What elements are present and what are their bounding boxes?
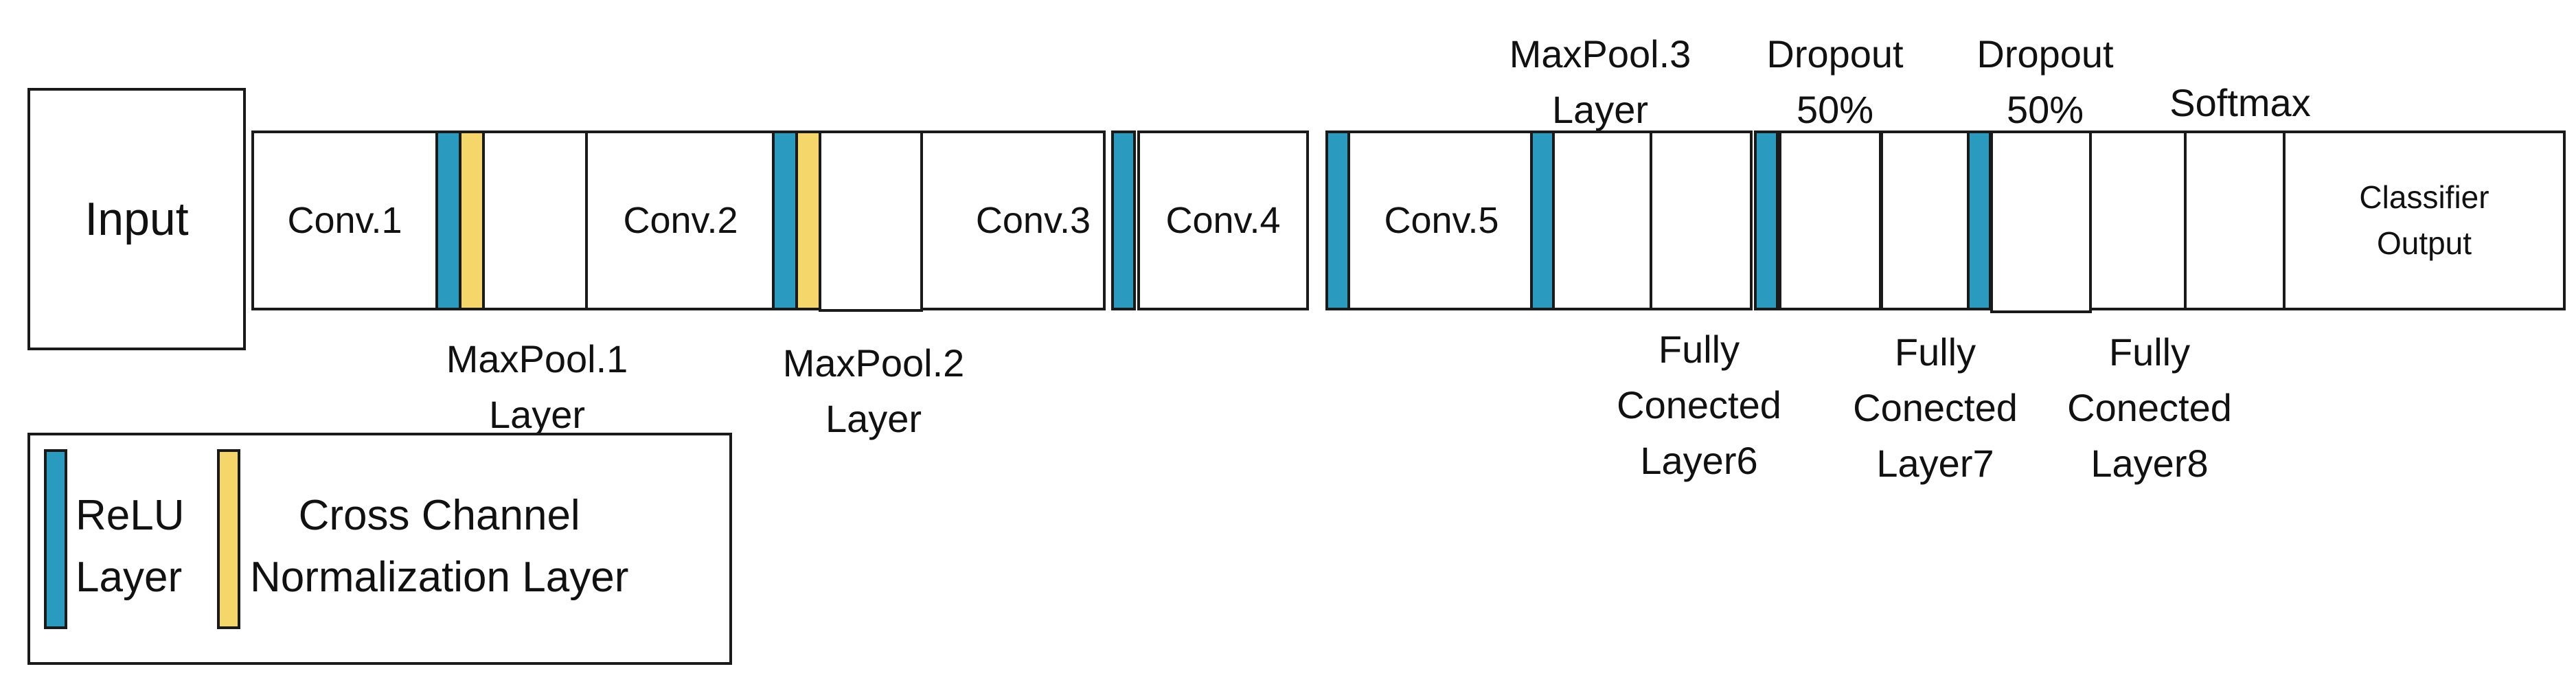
dropout1-box	[1779, 130, 1882, 310]
fc6-label-line2: Conected	[1617, 383, 1781, 427]
conv1-label: Conv.1	[287, 200, 402, 241]
conv3-box: Conv.3	[920, 130, 1106, 310]
conv5-label: Conv.5	[1384, 200, 1499, 241]
legend-norm-swatch	[217, 449, 240, 629]
legend-relu-line1: ReLU	[76, 492, 185, 539]
dropout1-label: Dropout 50%	[1766, 26, 1903, 137]
conv4-box: Conv.4	[1137, 130, 1309, 310]
maxpool3-box	[1552, 130, 1652, 310]
fc6-relu-bar	[1754, 130, 1779, 310]
conv2-label: Conv.2	[623, 200, 738, 241]
fc6-label-line3: Layer6	[1640, 439, 1758, 483]
legend-relu-swatch	[44, 449, 67, 629]
legend-norm-line2: Normalization Layer	[250, 553, 629, 601]
dropout1-label-line1: Dropout	[1766, 32, 1904, 76]
maxpool3-label: MaxPool.3 Layer	[1509, 26, 1691, 137]
maxpool3-label-line2: Layer	[1551, 88, 1649, 132]
legend-relu-label: ReLU Layer	[76, 485, 185, 609]
maxpool1-label-line2: Layer	[488, 393, 586, 437]
conv2-relu-bar	[772, 130, 798, 310]
conv4-relu-bar	[1325, 130, 1350, 310]
fc8-label-line3: Layer8	[2090, 442, 2209, 486]
fc7-relu-bar	[1967, 130, 1992, 310]
fc7-label-line3: Layer7	[1876, 442, 1994, 486]
conv2-norm-bar	[795, 130, 821, 310]
legend-relu-line2: Layer	[76, 553, 183, 601]
input-label: Input	[84, 193, 189, 245]
dropout2-label: Dropout 50%	[1976, 26, 2113, 137]
legend-box: ReLU Layer Cross Channel Normalization L…	[27, 433, 732, 665]
fc7-box	[1880, 130, 1974, 310]
dropout1-label-line2: 50%	[1796, 88, 1874, 132]
softmax-box	[2184, 130, 2286, 310]
fc6-label: Fully Conected Layer6	[1617, 321, 1781, 489]
dropout2-label-line2: 50%	[2006, 88, 2084, 132]
fc8-label-line1: Fully	[2108, 330, 2191, 374]
dropout2-label-line1: Dropout	[1976, 32, 2114, 76]
conv4-label: Conv.4	[1165, 200, 1281, 241]
fc7-label: Fully Conected Layer7	[1853, 324, 2018, 492]
conv3-label: Conv.3	[975, 200, 1091, 241]
maxpool2-label-line2: Layer	[825, 397, 922, 441]
maxpool1-label: MaxPool.1 Layer	[446, 331, 628, 442]
input-box: Input	[27, 88, 246, 350]
legend-norm-label: Cross Channel Normalization Layer	[250, 485, 628, 609]
fc6-label-line1: Fully	[1658, 328, 1740, 371]
conv2-box: Conv.2	[585, 130, 776, 310]
conv5-relu-bar	[1530, 130, 1555, 310]
fc7-label-line2: Conected	[1853, 386, 2018, 430]
fc8-label: Fully Conected Layer8	[2067, 324, 2232, 492]
maxpool3-label-line1: MaxPool.3	[1509, 32, 1691, 76]
dropout2-box	[1990, 130, 2092, 313]
maxpool2-label: MaxPool.2 Layer	[783, 335, 965, 446]
conv1-box: Conv.1	[251, 130, 438, 310]
maxpool1-box	[482, 130, 588, 310]
classifier-output-box: Classifier Output	[2283, 130, 2566, 310]
conv3-relu-bar	[1111, 130, 1136, 310]
fc7-label-line1: Fully	[1894, 330, 1976, 374]
classifier-label-line2: Output	[2376, 225, 2472, 261]
maxpool1-label-line1: MaxPool.1	[446, 337, 628, 380]
conv1-relu-bar	[435, 130, 461, 310]
fc8-box	[2089, 130, 2187, 310]
fc6-box	[1650, 130, 1753, 310]
conv5-box: Conv.5	[1347, 130, 1536, 310]
fc8-label-line2: Conected	[2067, 386, 2232, 430]
legend-norm-line1: Cross Channel	[298, 492, 580, 539]
maxpool2-box	[819, 130, 923, 312]
softmax-label: Softmax	[2169, 84, 2310, 122]
classifier-label-line1: Classifier	[2359, 179, 2489, 216]
conv1-norm-bar	[459, 130, 485, 310]
softmax-label-text: Softmax	[2169, 81, 2311, 124]
maxpool2-label-line1: MaxPool.2	[782, 341, 965, 385]
